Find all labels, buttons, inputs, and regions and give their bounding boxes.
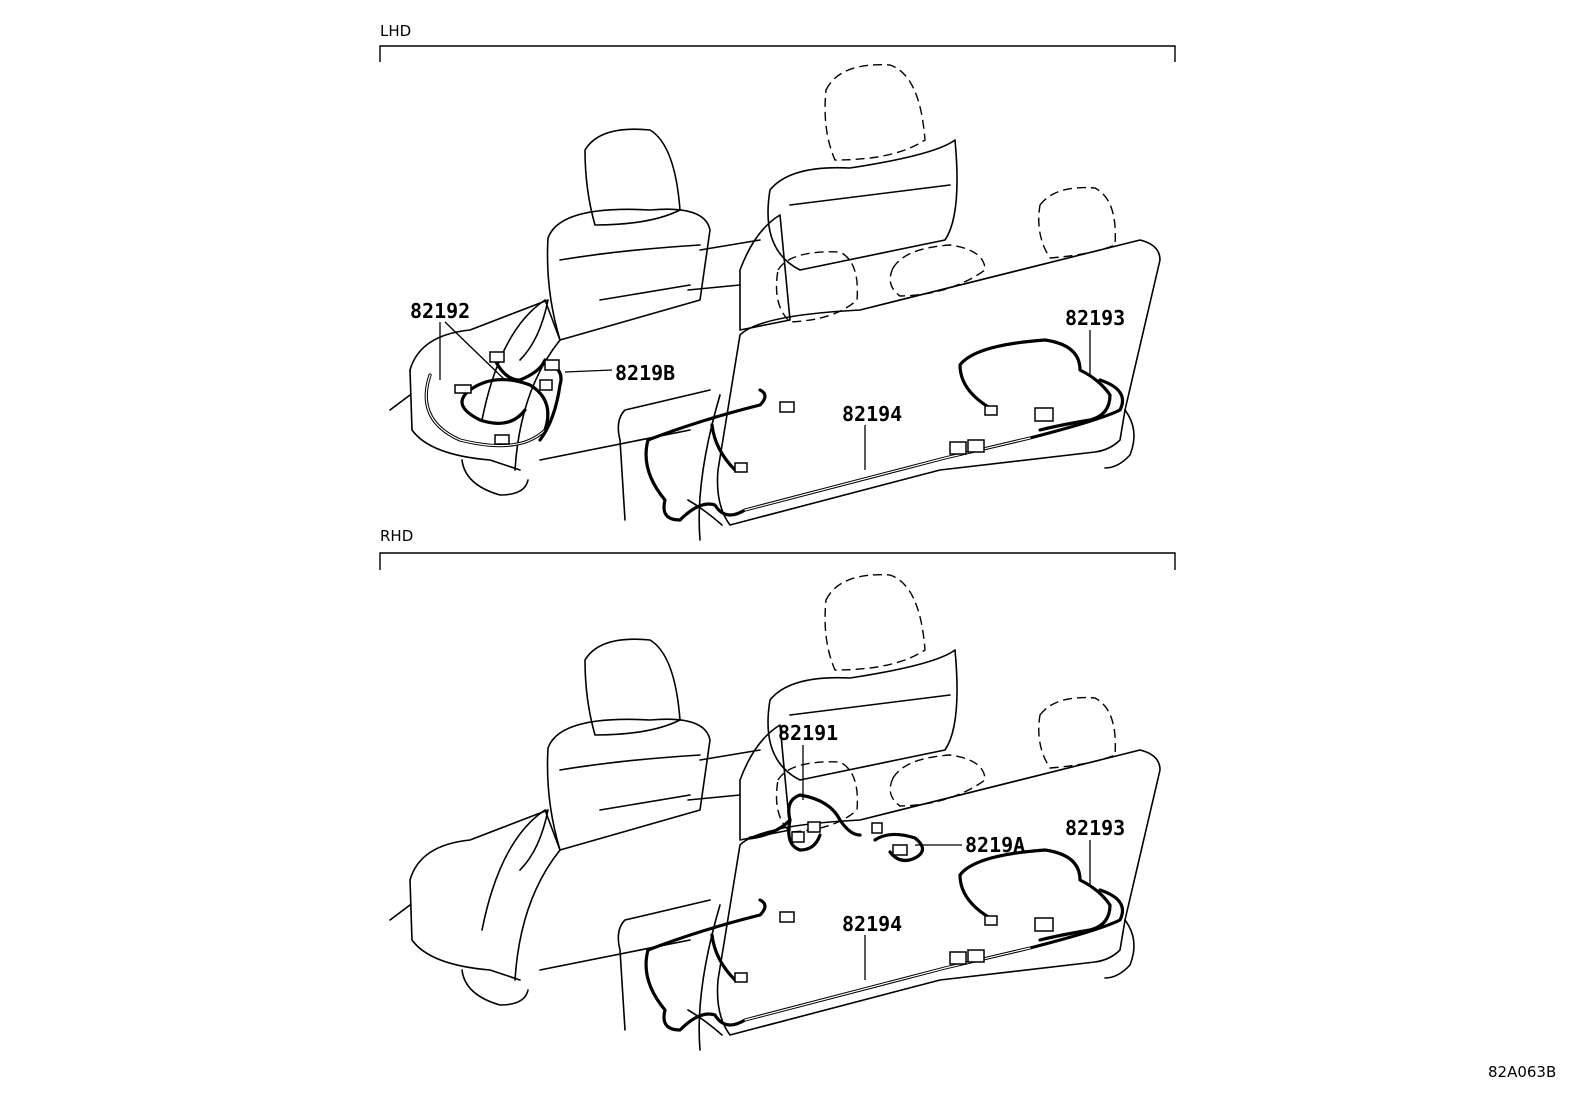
harness-8219A (873, 832, 925, 863)
rear-seats-rhd (617, 573, 1161, 1051)
callout-82193-rhd: 82193 (1065, 816, 1125, 840)
diagram-code: 82A063B (1488, 1063, 1556, 1081)
rear-seats-lhd (617, 63, 1161, 541)
harness-82193-lhd (958, 338, 1112, 432)
callout-8219A: 8219A (965, 833, 1025, 857)
harness-82194-lhd (644, 378, 1125, 522)
harness-82194-rhd (644, 888, 1125, 1032)
section-label-lhd: LHD (380, 22, 411, 40)
lhd-section: LHD (379, 22, 1176, 541)
section-label-rhd: RHD (380, 527, 413, 545)
rhd-section: RHD (379, 527, 1176, 1051)
callout-82191: 82191 (778, 721, 838, 745)
callout-82192: 82192 (410, 299, 470, 323)
harness-82192 (424, 351, 550, 448)
leader-82192 (439, 321, 506, 381)
harness-82191 (748, 793, 883, 852)
callout-8219B: 8219B (615, 361, 675, 385)
leader-8219B (564, 369, 613, 373)
harness-8219B (538, 359, 563, 442)
section-bracket-rhd (379, 552, 1176, 570)
callout-82193-lhd: 82193 (1065, 306, 1125, 330)
section-bracket-lhd (379, 45, 1176, 62)
front-seat-rhd (389, 638, 711, 1006)
harness-82193-rhd (958, 848, 1112, 942)
callout-82194-lhd: 82194 (842, 402, 902, 426)
callout-82194-rhd: 82194 (842, 912, 902, 936)
